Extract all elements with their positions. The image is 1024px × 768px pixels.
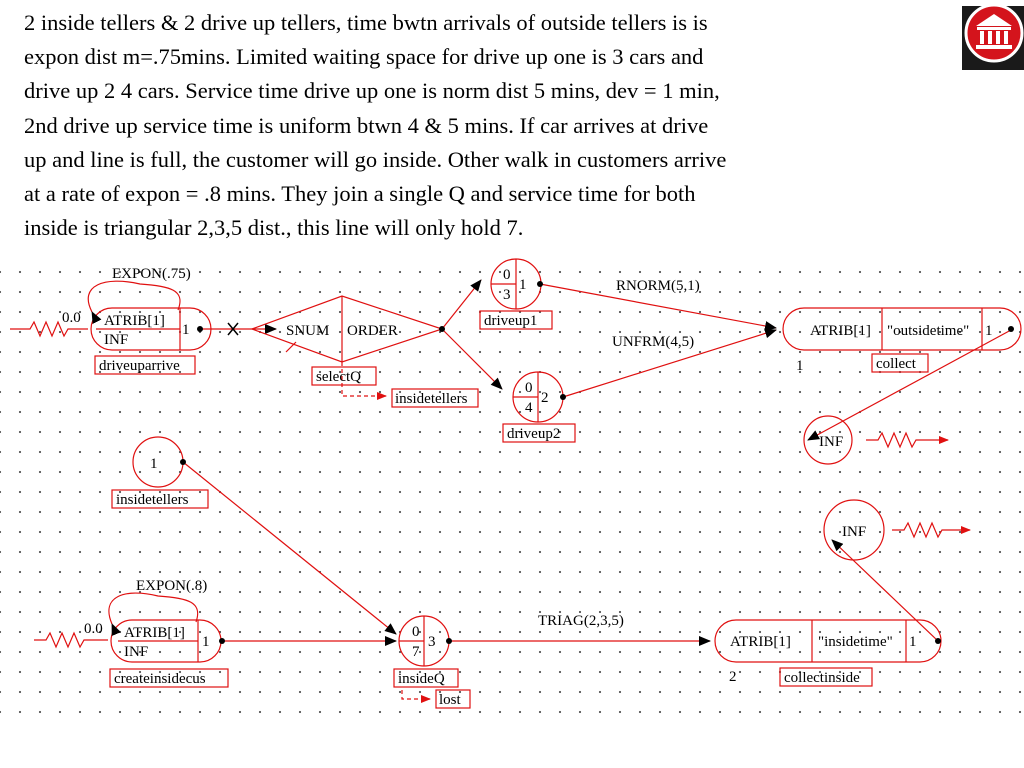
zigzag-source-icon	[10, 320, 88, 338]
queue-driveup1-initial: 0	[503, 267, 511, 283]
collect-inside-label: collectinside	[784, 670, 860, 686]
create-node-driveup	[10, 280, 212, 375]
queue-inside-balk-target: lost	[439, 692, 462, 708]
queue-driveup2-capacity: 4	[525, 400, 533, 416]
problem-line: 2nd drive up service time is uniform btw…	[24, 112, 709, 138]
select-rule2: ORDER	[347, 323, 398, 339]
problem-line: drive up 2 4 cars. Service time drive up…	[24, 78, 720, 104]
queue-driveup1-capacity: 3	[503, 287, 511, 303]
queue-node-insideQ	[393, 615, 459, 688]
select-label: selectQ	[316, 369, 361, 385]
create-inside-maxbranch: 1	[202, 634, 210, 650]
problem-line: inside is triangular 2,3,5 dist., this l…	[24, 215, 524, 241]
collect-outside-maxbranch: 1	[985, 323, 993, 339]
slam-network-diagram: EXPON(.75) 0.0 ATRIB[1] INF 1 driveuparr…	[10, 258, 1022, 709]
queue-inside-initial: 0	[412, 624, 420, 640]
queue-driveup2-initial: 0	[525, 380, 533, 396]
problem-line: up and line is full, the customer will g…	[24, 146, 727, 172]
zigzag-sink-icon	[866, 431, 949, 449]
create-inside-time: EXPON(.8)	[136, 578, 207, 594]
queue-inside-label: insideQ	[398, 671, 445, 687]
collect-inside-attrib: ATRIB[1]	[730, 634, 791, 650]
collect-outside-number: 1	[796, 358, 804, 374]
problem-description: 2 inside tellers & 2 drive up tellers, t…	[24, 6, 944, 245]
terminate-2-count: INF	[842, 524, 866, 540]
problem-line: expon dist m=.75mins. Limited waiting sp…	[24, 44, 704, 70]
resource-inside-capacity: 1	[150, 456, 158, 472]
balk-label-box	[435, 689, 471, 709]
activity-unfrm: UNFRM(4,5)	[612, 334, 694, 350]
create-inside-limit: INF	[124, 644, 148, 660]
activity-rnorm: RNORM(5,1)	[616, 278, 700, 294]
terminate-node-1	[803, 415, 949, 465]
terminate-node-2	[823, 499, 971, 561]
queue-driveup2-label: driveup2	[507, 426, 560, 442]
select-balk-target: insidetellers	[395, 391, 468, 407]
create-driveup-label: driveuparrive	[99, 358, 180, 374]
queue-inside-servers: 3	[428, 634, 436, 650]
create-driveup-attrib: ATRIB[1]	[104, 313, 165, 329]
queue-inside-capacity: 7	[412, 644, 420, 660]
collect-outside-attrib: ATRIB[1]	[810, 323, 871, 339]
collect-inside-maxbranch: 1	[909, 634, 917, 650]
collect-inside-name: "insidetime"	[818, 634, 893, 650]
collect-outside-name: "outsidetime"	[887, 323, 969, 339]
select-rule1: SNUM	[286, 323, 329, 339]
collect-node-inside	[714, 619, 942, 687]
zigzag-sink-icon	[892, 521, 971, 539]
create-driveup-maxbranch: 1	[182, 322, 190, 338]
collect-inside-number: 2	[729, 669, 737, 685]
terminate-1-count: INF	[819, 434, 843, 450]
create-driveup-limit: INF	[104, 332, 128, 348]
queue-driveup1-servers: 1	[519, 277, 527, 293]
balk-label-box	[391, 388, 479, 408]
create-inside-label: createinsidecus	[114, 671, 206, 687]
collect-node-outside	[782, 307, 1022, 373]
queue-driveup1-label: driveup1	[484, 313, 537, 329]
problem-line: at a rate of expon = .8 mins. They join …	[24, 181, 696, 207]
building-icon	[962, 0, 1024, 70]
create-driveup-time: EXPON(.75)	[112, 266, 191, 282]
create-inside-first: 0.0	[84, 621, 103, 637]
cross-mark-icon	[227, 322, 239, 336]
queue-driveup2-servers: 2	[541, 390, 549, 406]
create-node-inside	[34, 592, 229, 688]
collect-outside-label: collect	[876, 356, 917, 372]
create-inside-attrib: ATRIB[1]	[124, 625, 185, 641]
resource-inside-label: insidetellers	[116, 492, 189, 508]
activity-triag: TRIAG(2,3,5)	[538, 613, 624, 629]
create-driveup-first: 0.0	[62, 310, 81, 326]
zigzag-source-icon	[34, 631, 108, 649]
problem-line: 2 inside tellers & 2 drive up tellers, t…	[24, 10, 708, 35]
grid-background	[0, 256, 1024, 716]
